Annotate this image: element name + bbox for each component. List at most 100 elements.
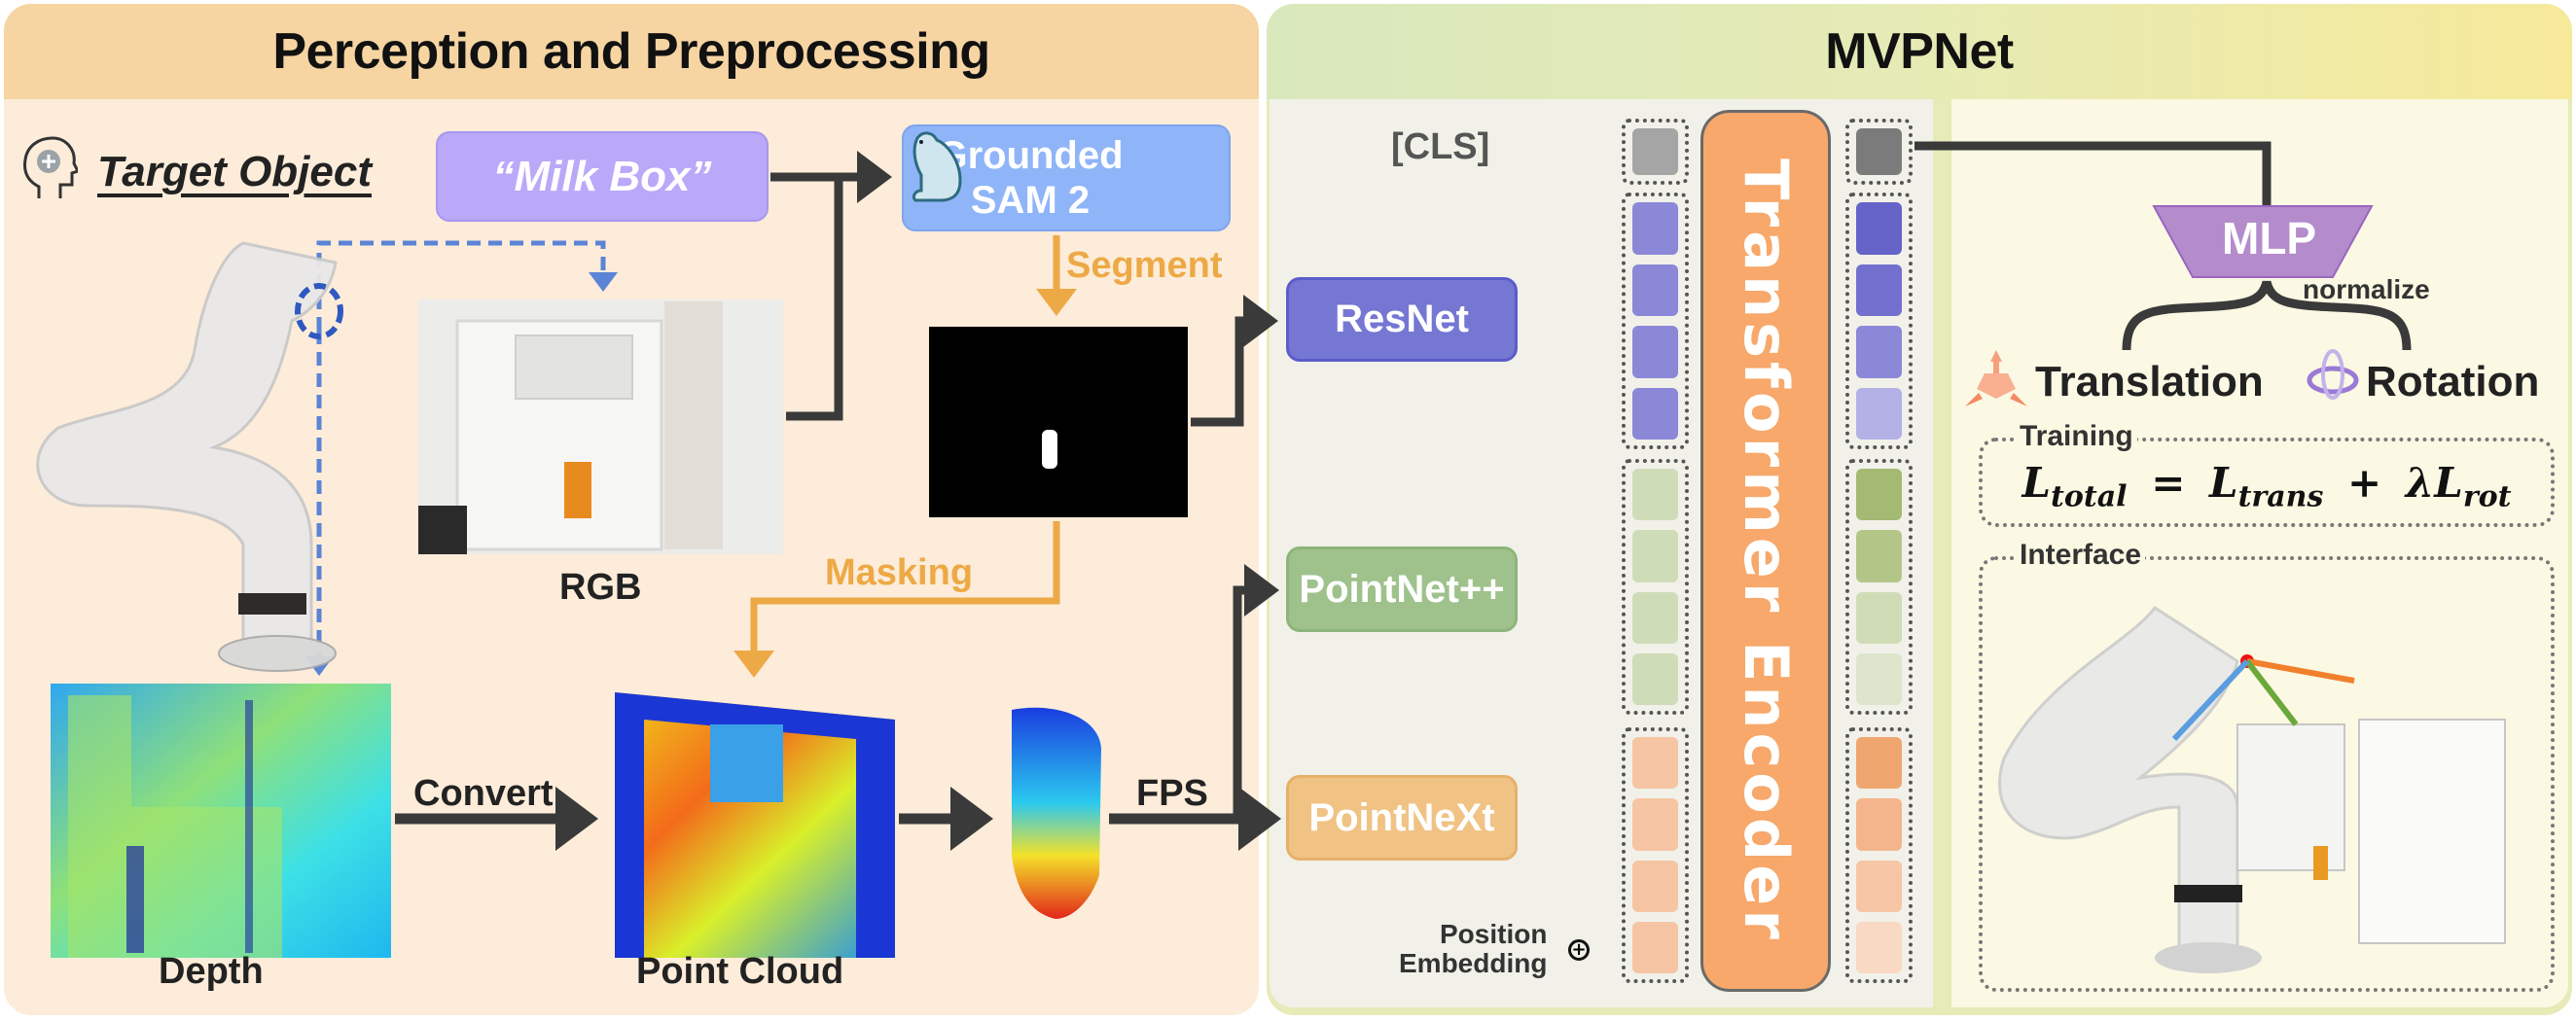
token-cell	[1856, 860, 1902, 912]
token-cell	[1632, 737, 1678, 790]
token-cell	[1632, 530, 1678, 582]
segmenter-line1: Grounded	[937, 134, 1124, 177]
mlp-label: MLP	[2222, 213, 2317, 264]
camera-highlight	[295, 283, 343, 339]
output-pointnet-token-group	[1845, 459, 1913, 715]
loss-lhs-sub: total	[2051, 479, 2128, 514]
output-cls-token-group	[1845, 119, 1913, 185]
pointcloud-image	[615, 692, 895, 958]
token-cell	[1856, 264, 1902, 316]
token-cell	[1632, 591, 1678, 644]
token-cell	[1632, 921, 1678, 973]
masking-arrow	[733, 521, 1060, 678]
token-cell	[1632, 798, 1678, 851]
output-cls-token	[1856, 128, 1902, 175]
target-object-label: Target Object	[97, 148, 372, 195]
position-embedding-line2: Embedding	[1399, 948, 1548, 978]
input-cls-token-group	[1622, 119, 1689, 185]
token-cell	[1856, 591, 1902, 644]
input-cls-token	[1632, 128, 1678, 175]
add-circle-icon: +	[1568, 939, 1590, 961]
training-label: Training	[2016, 420, 2137, 453]
input-pointnet-token-group	[1622, 459, 1689, 715]
position-embedding-label: Position Embedding	[1399, 920, 1547, 978]
token-cell	[1856, 921, 1902, 973]
token-cell	[1856, 469, 1902, 521]
fps-to-pointnet-arrow	[1233, 564, 1279, 819]
token-cell	[1632, 860, 1678, 912]
loss-formula: Ltotal = Ltrans + λLrot	[2004, 459, 2529, 513]
target-icon	[21, 136, 78, 200]
token-cell	[1856, 326, 1902, 378]
token-cell	[1856, 652, 1902, 705]
output-brace	[2122, 280, 2412, 351]
mvpnet-header: MVPNet	[1267, 4, 2572, 99]
resnet-label: ResNet	[1335, 298, 1469, 340]
loss-trans: L	[2209, 459, 2238, 507]
rotation-icon	[2306, 345, 2360, 409]
transformer-label: Transformer Encoder	[1730, 158, 1802, 943]
pointcloud-caption: Point Cloud	[636, 951, 844, 992]
fps-label: FPS	[1136, 773, 1208, 814]
segmenter-box: Grounded SAM 2	[902, 124, 1231, 231]
loss-eq: =	[2151, 459, 2186, 507]
pointnet-encoder: PointNet++	[1286, 546, 1518, 632]
polar-bear-icon	[912, 131, 1196, 217]
token-cell	[1632, 264, 1678, 316]
perception-header: Perception and Preprocessing	[4, 4, 1259, 99]
pointnext-encoder: PointNeXt	[1286, 775, 1518, 861]
cls-label: [CLS]	[1391, 126, 1490, 167]
mask-to-resnet-arrow	[1191, 295, 1278, 427]
loss-trans-sub: trans	[2237, 479, 2324, 514]
resnet-encoder: ResNet	[1286, 277, 1518, 362]
training-box	[1979, 438, 2555, 527]
cls-to-mlp-connector	[1914, 141, 2272, 206]
pointnet-label: PointNet++	[1299, 567, 1505, 611]
masking-label: Masking	[825, 552, 974, 593]
mask-object	[1042, 430, 1057, 469]
segment-label: Segment	[1066, 245, 1223, 286]
mask-image	[929, 327, 1188, 517]
token-cell	[1856, 387, 1902, 440]
depth-image	[51, 684, 391, 958]
robot-arm-image	[36, 241, 338, 672]
output-pointnext-token-group	[1845, 727, 1913, 983]
interface-scene-image	[1998, 605, 2506, 973]
token-cell	[1856, 202, 1902, 255]
perception-title: Perception and Preprocessing	[272, 23, 990, 80]
token-cell	[1632, 469, 1678, 521]
token-cell	[1856, 737, 1902, 790]
rotation-label: Rotation	[2366, 358, 2540, 405]
rgb-caption: RGB	[559, 567, 642, 608]
position-embedding-line1: Position	[1440, 919, 1548, 949]
prompt-text: “Milk Box”	[492, 152, 712, 200]
token-cell	[1856, 798, 1902, 851]
mvpnet-title: MVPNet	[1825, 23, 2014, 80]
loss-lhs: L	[2021, 459, 2052, 507]
convert-label: Convert	[413, 773, 554, 814]
loss-lambda: λ	[2405, 459, 2435, 507]
input-pointnext-token-group	[1622, 727, 1689, 983]
pointnext-label: PointNeXt	[1308, 795, 1495, 839]
translation-label: Translation	[2035, 358, 2264, 405]
transformer-encoder: Transformer Encoder	[1700, 110, 1831, 992]
token-cell	[1632, 326, 1678, 378]
loss-plus: +	[2347, 459, 2382, 507]
depth-caption: Depth	[159, 951, 264, 992]
rgb-image	[418, 299, 783, 554]
mlp-block	[2152, 205, 2374, 278]
object-pointcloud	[1012, 707, 1101, 919]
interface-box	[1979, 556, 2555, 992]
token-cell	[1632, 387, 1678, 440]
loss-rot: L	[2434, 459, 2463, 507]
loss-rot-sub: rot	[2462, 479, 2512, 514]
token-cell	[1632, 652, 1678, 705]
prompt-box: “Milk Box”	[436, 131, 769, 222]
translation-icon	[1965, 350, 2027, 408]
normalize-label: normalize	[2303, 274, 2430, 304]
interface-label: Interface	[2016, 539, 2146, 572]
segmenter-line2: SAM 2	[970, 179, 1091, 222]
token-cell	[1632, 202, 1678, 255]
token-cell	[1856, 530, 1902, 582]
